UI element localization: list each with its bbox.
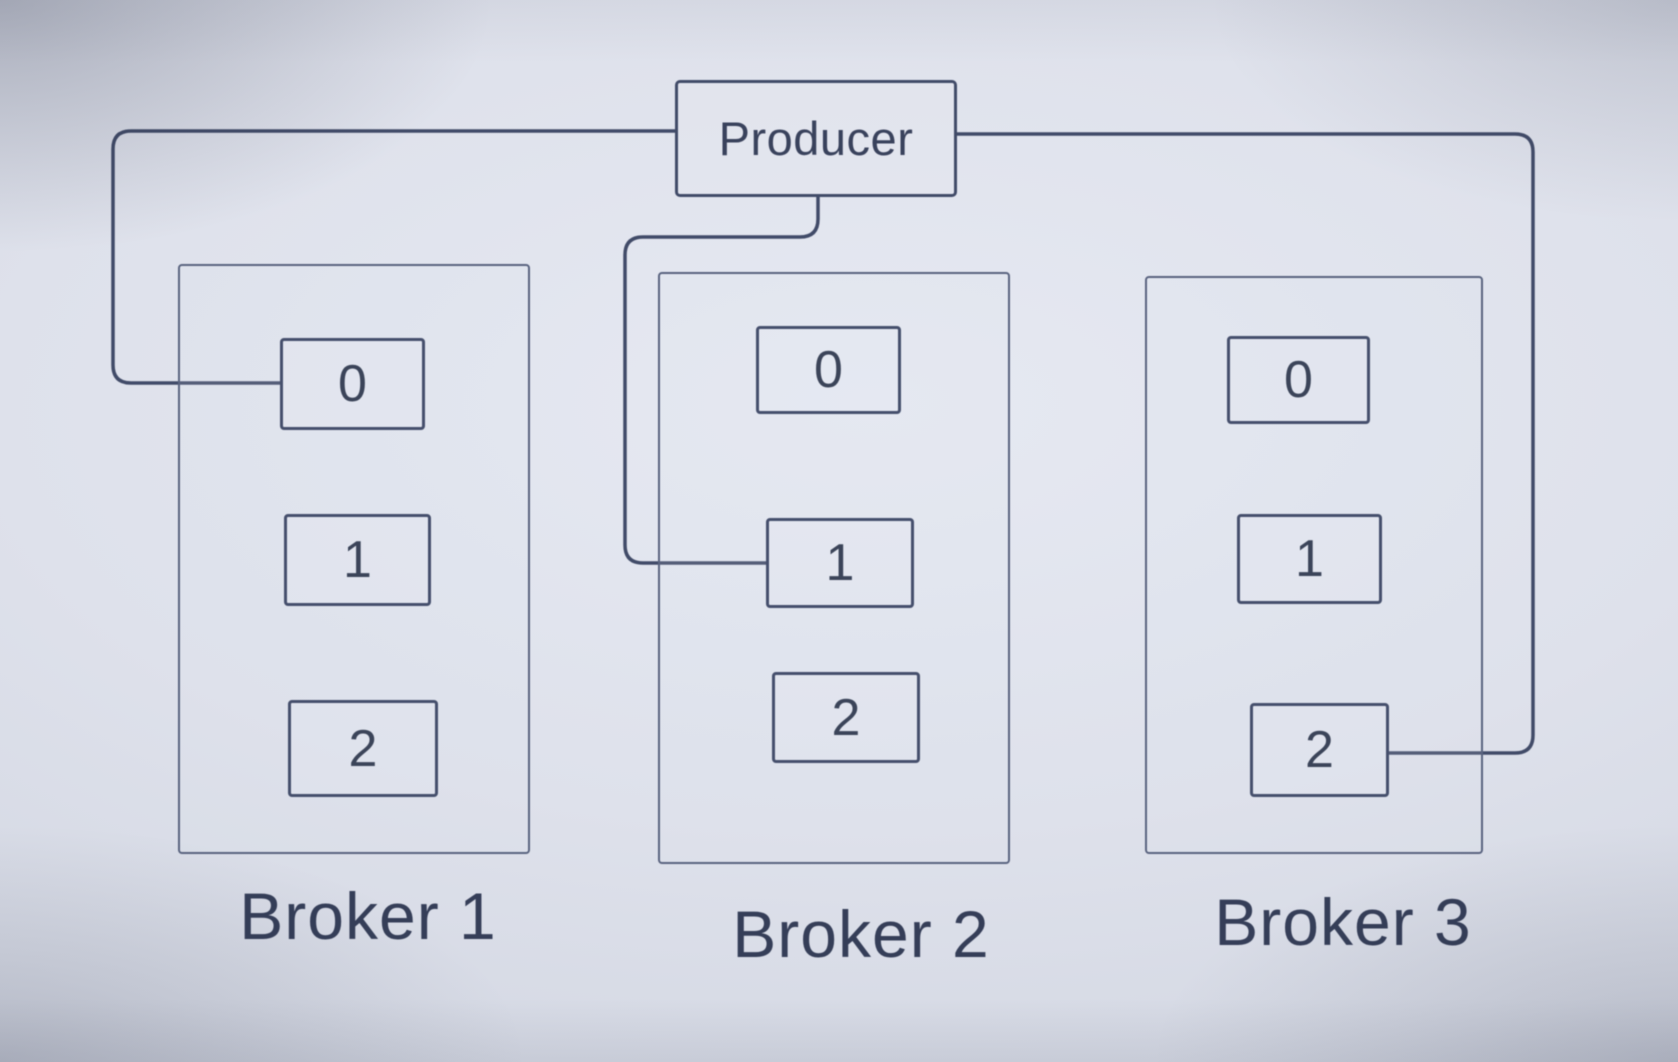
broker3-partition-1: 1 xyxy=(1237,514,1382,604)
broker2-partition-2: 2 xyxy=(772,672,920,763)
broker3-box xyxy=(1145,276,1483,854)
broker2-box xyxy=(658,272,1010,864)
connector-producer-to-broker2-partition1 xyxy=(623,197,820,565)
broker2-partition-0: 0 xyxy=(756,326,901,414)
broker1-partition-2: 2 xyxy=(288,700,438,797)
connector-producer-to-broker3-partition2 xyxy=(957,132,1535,755)
broker3-partition-2: 2 xyxy=(1250,703,1389,797)
producer-box: Producer xyxy=(675,80,957,197)
broker1-partition-1: 1 xyxy=(284,514,431,606)
broker3-partition-0: 0 xyxy=(1227,336,1370,424)
partition-label: 0 xyxy=(814,341,843,399)
broker1-partition-0: 0 xyxy=(280,338,425,430)
partition-label: 1 xyxy=(1295,530,1324,588)
partition-label: 2 xyxy=(348,719,378,778)
connector-producer-to-broker1-partition0 xyxy=(111,129,675,385)
partition-label: 1 xyxy=(343,531,372,589)
broker1-box xyxy=(178,264,530,854)
broker1-label: Broker 1 xyxy=(239,879,497,953)
partition-label: 2 xyxy=(1305,721,1334,779)
partition-label: 0 xyxy=(1284,351,1313,409)
broker2-partition-1: 1 xyxy=(766,518,914,608)
partition-label: 0 xyxy=(338,355,367,413)
partition-label: 1 xyxy=(825,534,855,592)
broker3-label: Broker 3 xyxy=(1214,885,1472,959)
producer-label: Producer xyxy=(718,112,914,165)
broker2-label: Broker 2 xyxy=(732,897,990,971)
partition-label: 2 xyxy=(831,688,861,747)
